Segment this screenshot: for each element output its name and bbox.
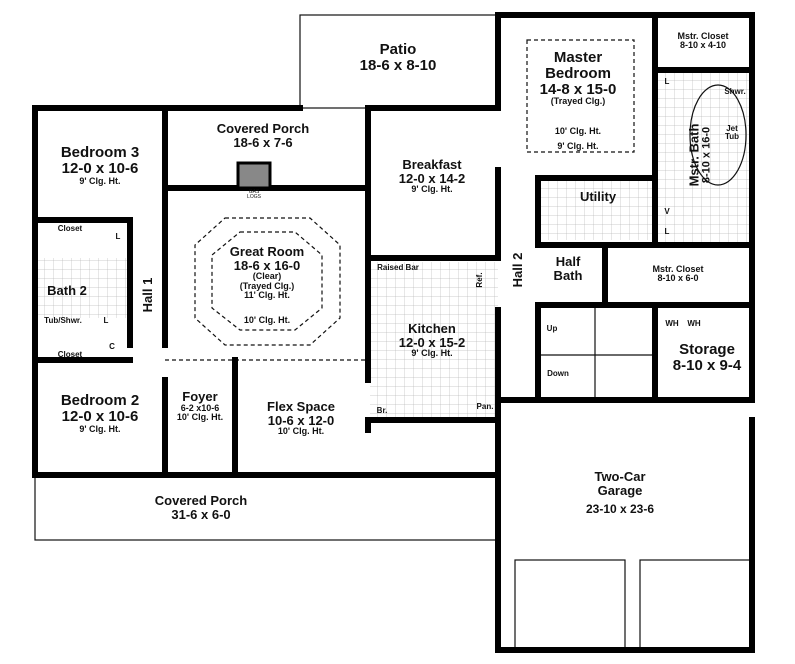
shower-label: Shwr.	[724, 87, 746, 96]
ref-label: Ref.	[474, 272, 484, 288]
raised-bar-label: Raised Bar	[377, 263, 419, 272]
room-name: Half	[555, 254, 581, 269]
room-storage: Storage 8-10 x 9-4	[673, 342, 741, 374]
stairs-up-label: Up	[546, 324, 558, 333]
room-name: Flex Space	[267, 399, 335, 414]
room-foyer: Foyer 6-2 x10-6 10' Clg. Ht.	[177, 390, 223, 423]
room-size: 18-6 x 7-6	[233, 134, 293, 150]
room-kitchen: Kitchen 12-0 x 15-2 9' Clg. Ht.	[399, 322, 466, 359]
room-note: (Clear)	[252, 271, 282, 282]
room-patio: Patio 18-6 x 8-10	[360, 42, 437, 74]
room-master-bath: Mstr. Bath 8-10 x 16-0	[686, 123, 713, 187]
ceiling-height: 9' Clg. Ht.	[557, 141, 599, 152]
room-name: Two-Car	[594, 469, 646, 484]
water-heater-label: WH	[665, 319, 679, 328]
room-size: 23-10 x 23-6	[585, 502, 655, 517]
water-heater-label: WH	[687, 319, 701, 328]
room-master-closet-mid: Mstr. Closet 8-10 x 6-0	[652, 264, 704, 284]
linen-label: L	[115, 232, 121, 241]
room-utility: Utility	[579, 189, 617, 204]
room-name: Bath	[553, 267, 583, 283]
room-size: 6-2 x10-6	[180, 402, 220, 413]
linen-label: L	[664, 227, 670, 236]
tub-label: Tub/Shwr.	[44, 316, 82, 325]
gas-logs-label: GAS	[248, 189, 260, 195]
tub-label: Tub	[724, 132, 740, 142]
closet-label: Closet	[57, 224, 83, 233]
room-flex-space: Flex Space 10-6 x 12-0 10' Clg. Ht.	[267, 400, 335, 437]
room-name: Mstr. Closet	[652, 264, 704, 274]
room-covered-porch-rear: Covered Porch 18-6 x 7-6	[217, 122, 309, 149]
room-size: 8-10 x 6-0	[657, 273, 699, 284]
ceiling-height: 10' Clg. Ht.	[554, 125, 602, 136]
ceiling-height: 9' Clg. Ht.	[411, 348, 453, 359]
vanity-label: V	[664, 207, 670, 216]
room-size: 12-0 x 10-6	[61, 159, 139, 177]
tub-label: Jet	[726, 124, 738, 133]
room-hall-1: Hall 1	[140, 277, 156, 313]
room-size: 18-6 x 8-10	[359, 56, 437, 74]
room-bedroom-3: Bedroom 3 12-0 x 10-6 9' Clg. Ht.	[61, 145, 139, 186]
room-name: Garage	[597, 482, 643, 498]
room-size: 12-0 x 10-6	[61, 407, 139, 425]
room-size: 10-6 x 12-0	[267, 412, 335, 428]
pantry-label: Pan.	[476, 402, 494, 411]
ceiling-height: 10' Clg. Ht.	[277, 426, 325, 437]
room-size: 18-6 x 16-0	[233, 257, 301, 273]
room-name: Foyer	[182, 389, 218, 404]
room-name: Master	[553, 49, 603, 66]
broom-closet-label: Br.	[376, 406, 388, 415]
room-name: Breakfast	[402, 157, 462, 172]
room-size: 12-0 x 15-2	[398, 334, 466, 350]
ceiling-height: 9' Clg. Ht.	[411, 184, 453, 195]
ceiling-height: 9' Clg. Ht.	[79, 423, 121, 434]
room-name: Kitchen	[408, 321, 456, 336]
closet-c-label: C	[109, 342, 115, 351]
room-covered-porch-front: Covered Porch 31-6 x 6-0	[155, 494, 247, 521]
linen-label: L	[664, 77, 670, 86]
ceiling-height: 10' Clg. Ht.	[243, 314, 291, 325]
room-size: 8-10 x 4-10	[679, 40, 727, 51]
stairs-down-label: Down	[547, 369, 569, 378]
room-bath-2: Bath 2	[47, 283, 87, 298]
room-note: (Trayed Clg.)	[239, 280, 295, 291]
closet-label: Closet	[57, 350, 83, 359]
room-name: Bedroom 3	[60, 144, 140, 161]
room-size: 14-8 x 15-0	[539, 80, 617, 98]
room-hall-2: Hall 2	[510, 252, 526, 288]
room-name: Mstr. Closet	[677, 31, 729, 41]
room-bedroom-2: Bedroom 2 12-0 x 10-6 9' Clg. Ht.	[61, 393, 139, 434]
room-garage: Two-Car Garage 23-10 x 23-6	[586, 470, 654, 516]
room-size: 12-0 x 14-2	[398, 170, 466, 186]
ceiling-height: 10' Clg. Ht.	[176, 412, 224, 423]
gas-logs-label: LOGS	[247, 194, 261, 201]
linen-label: L	[103, 316, 109, 325]
room-size: 8-10 x 9-4	[672, 356, 742, 374]
room-size: 31-6 x 6-0	[171, 506, 231, 522]
room-great-room: Great Room 18-6 x 16-0 (Clear) (Trayed C…	[230, 245, 304, 325]
ceiling-height: 9' Clg. Ht.	[79, 175, 121, 186]
room-name: Covered Porch	[216, 121, 310, 136]
room-breakfast: Breakfast 12-0 x 14-2 9' Clg. Ht.	[399, 158, 466, 195]
room-name: Patio	[379, 41, 417, 58]
room-name: Covered Porch	[154, 493, 248, 508]
room-master-bedroom: Master Bedroom 14-8 x 15-0 (Trayed Clg.)…	[540, 50, 617, 152]
room-master-closet-top: Mstr. Closet 8-10 x 4-10	[677, 31, 729, 51]
room-name: Bedroom 2	[60, 392, 140, 409]
room-name: Great Room	[229, 244, 305, 259]
ceiling-height: 11' Clg. Ht.	[244, 290, 290, 301]
room-note: (Trayed Clg.)	[550, 96, 606, 107]
room-name: Storage	[679, 341, 735, 358]
room-name: Bedroom	[545, 64, 611, 82]
room-name: Mstr. Bath	[686, 123, 702, 187]
room-size: 8-10 x 16-0	[700, 126, 713, 184]
